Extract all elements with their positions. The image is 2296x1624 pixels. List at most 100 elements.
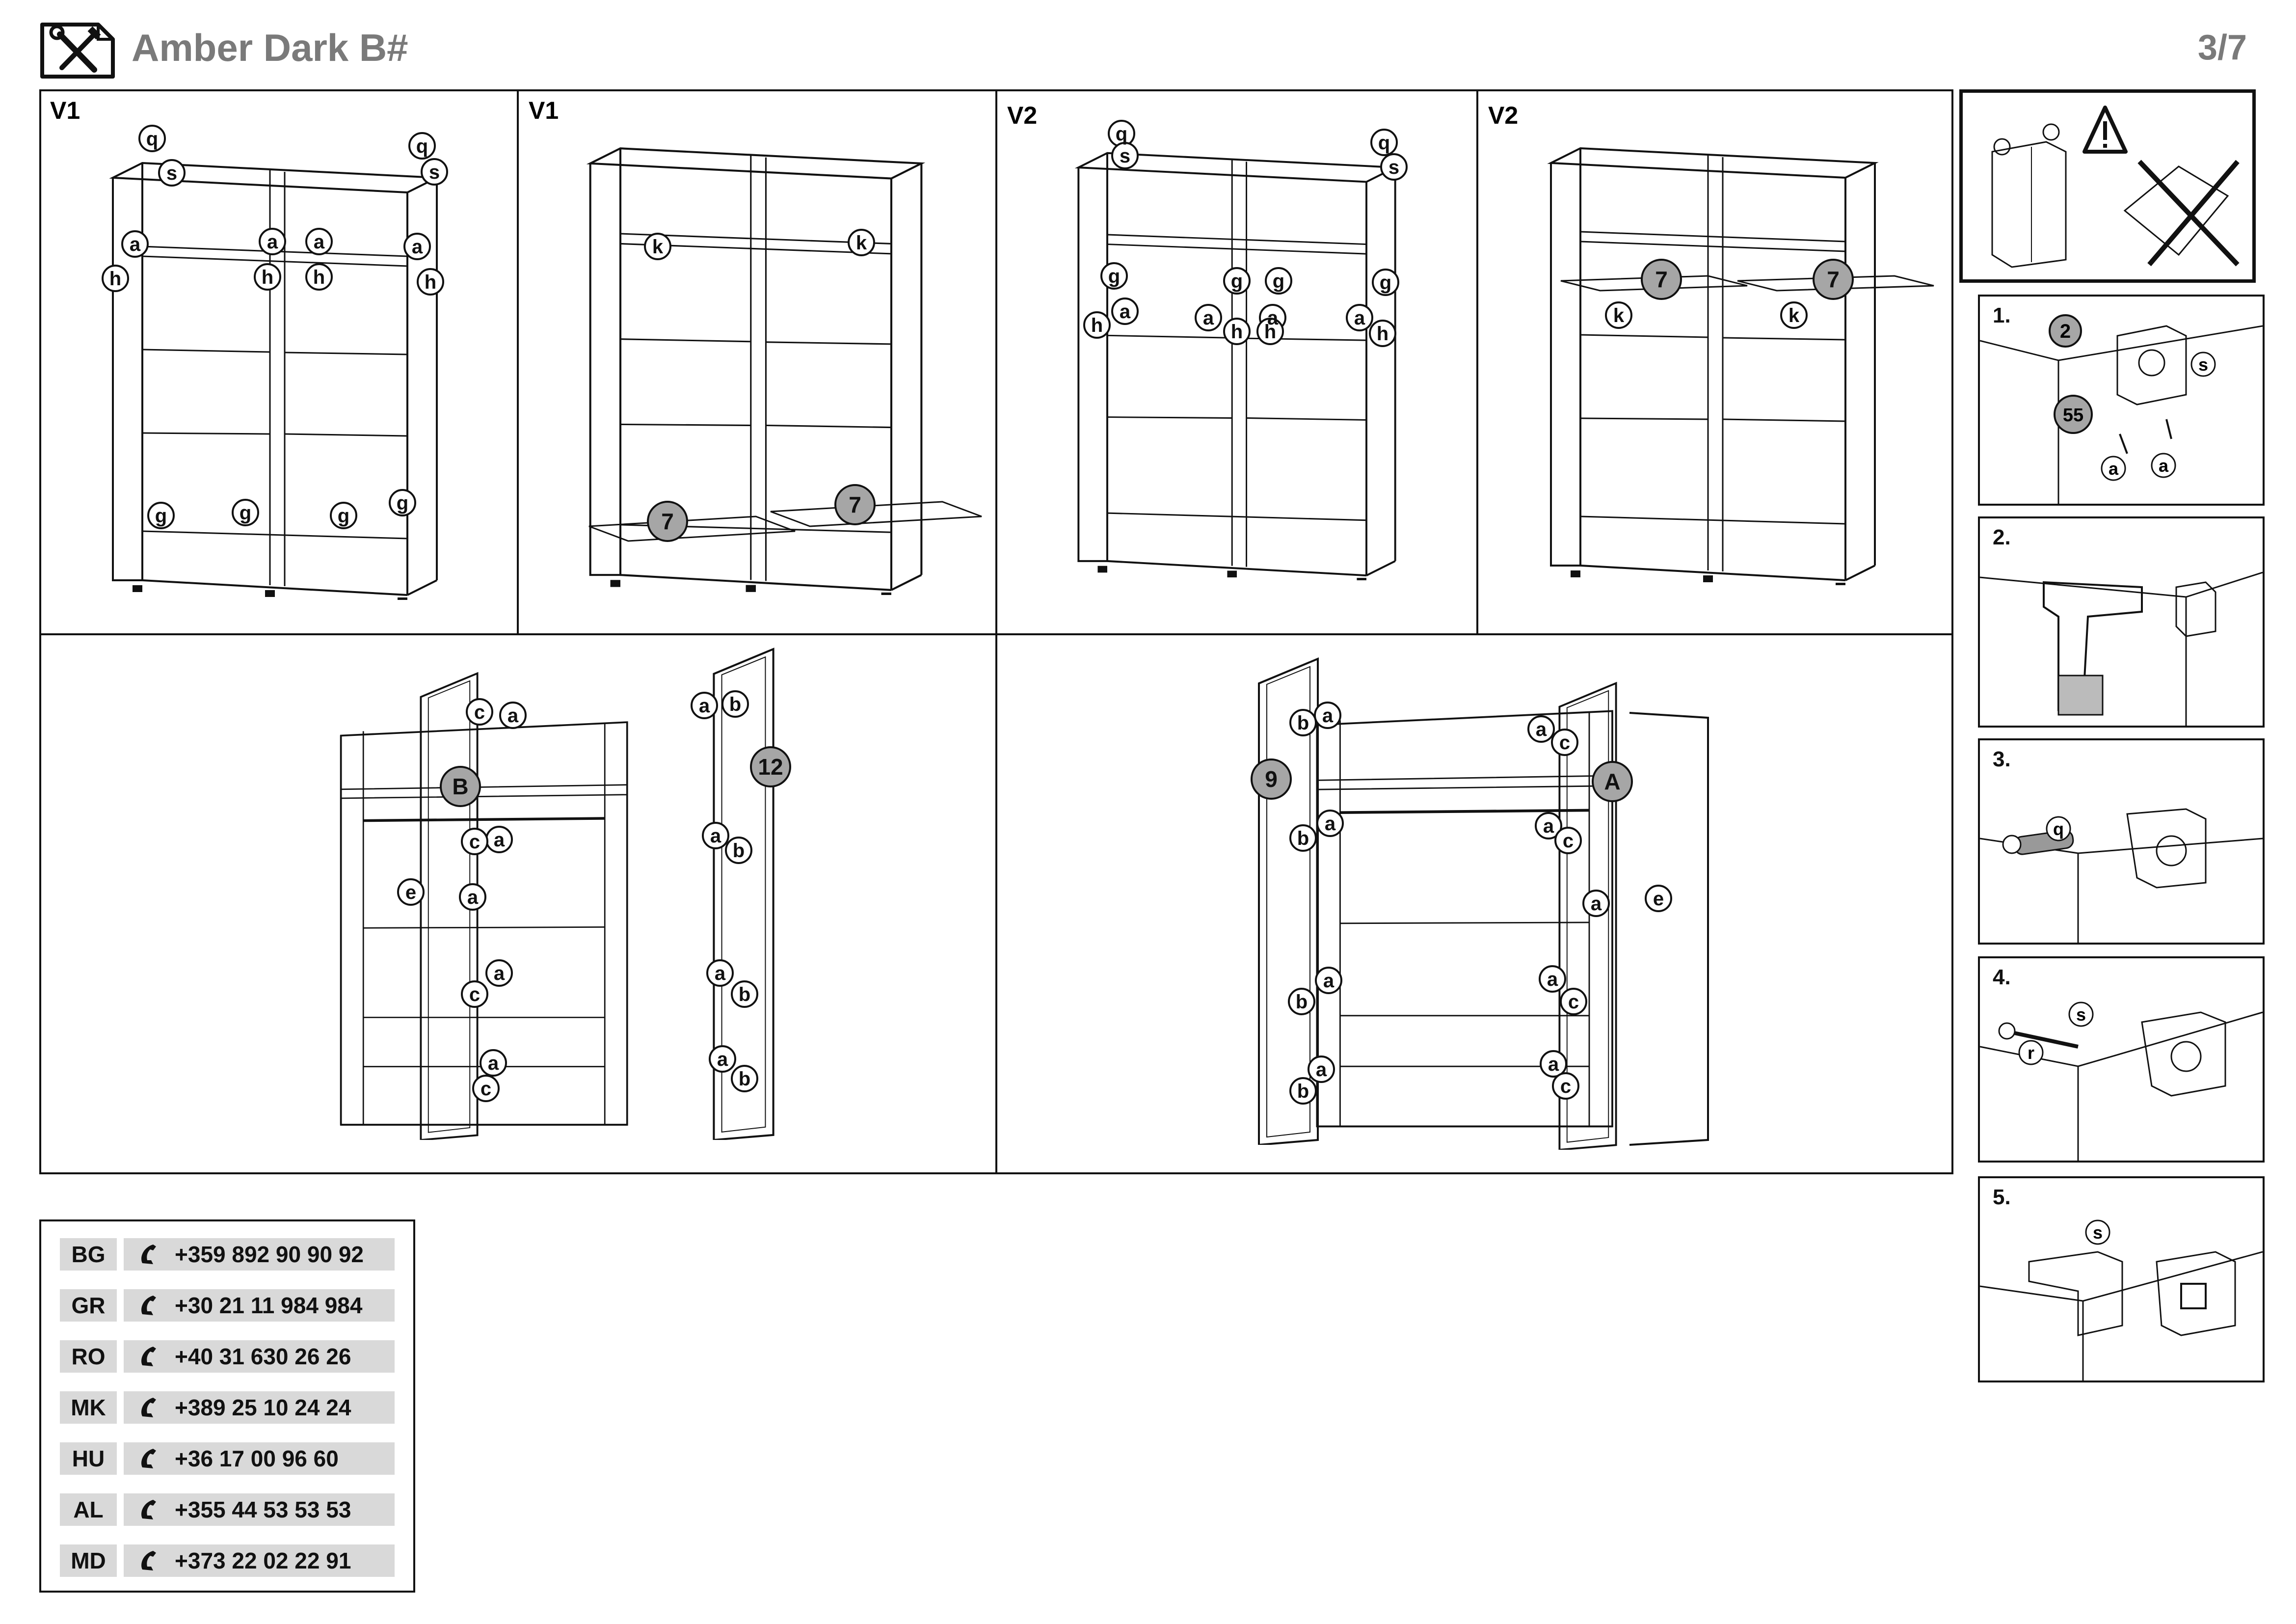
callout-s: s [1120, 145, 1130, 167]
panel-label-4: V2 [1488, 102, 1518, 129]
country-code: MD [60, 1544, 117, 1577]
callout-h: h [109, 268, 121, 290]
support-phone-table: BG +359 892 90 90 92 GR +30 21 11 984 98… [39, 1219, 415, 1593]
phone-icon [141, 1347, 156, 1366]
warning-panel [1959, 89, 2256, 283]
step-number: 5. [1993, 1185, 2011, 1209]
callout-h: h [1091, 315, 1103, 336]
part-badge-7: 7 [1655, 267, 1668, 292]
country-code: AL [60, 1493, 117, 1526]
phone-number: +373 22 02 22 91 [124, 1544, 395, 1577]
phone-number-text: +30 21 11 984 984 [175, 1293, 363, 1318]
callout-s: s [2076, 1004, 2086, 1025]
callout-b: b [739, 984, 750, 1005]
callout-g: g [1380, 272, 1391, 294]
callout-a: a [699, 695, 710, 717]
callout-a: a [494, 829, 505, 851]
callout-h: h [262, 267, 273, 288]
callout-q: q [146, 128, 158, 150]
tools-icon [40, 23, 115, 79]
callout-a: a [130, 234, 141, 255]
callout-a: a [1267, 307, 1279, 329]
callout-c: c [469, 831, 480, 853]
callout-a: a [412, 236, 423, 258]
callout-g: g [397, 492, 408, 514]
phone-row: MK +389 25 10 24 24 [60, 1391, 395, 1424]
step-5-illustration: s [1979, 1219, 2263, 1380]
page-number: 3/7 [2197, 28, 2247, 67]
callout-c: c [1560, 1076, 1571, 1097]
callout-s: s [1388, 157, 1399, 178]
warning-icon [2082, 106, 2128, 154]
step-3: 3. q [1978, 738, 2265, 945]
wardrobe-frame-drawing [1551, 148, 1875, 590]
step-5: 5. s [1978, 1176, 2265, 1382]
callout-c: c [469, 984, 480, 1005]
part-badge-A: A [1604, 769, 1620, 794]
phone-row: RO +40 31 630 26 26 [60, 1340, 395, 1373]
callout-a: a [267, 231, 278, 253]
callout-a: a [1323, 970, 1335, 992]
step-1: 1. 2 55 s a a [1978, 295, 2265, 506]
callout-g: g [1108, 266, 1120, 287]
callout-k: k [1789, 305, 1800, 326]
callout-b: b [1297, 828, 1309, 849]
callout-a: a [1547, 969, 1558, 990]
country-code: HU [60, 1442, 117, 1475]
callout-a: a [494, 963, 505, 984]
callout-s: s [2093, 1222, 2103, 1243]
callout-h: h [313, 267, 325, 288]
callout-g: g [338, 505, 349, 527]
phone-number: +30 21 11 984 984 [124, 1289, 395, 1322]
screw-icon [2009, 1030, 2079, 1049]
callout-q: q [2053, 819, 2064, 839]
phone-number: +359 892 90 90 92 [124, 1238, 395, 1271]
step-4-illustration: s r [1979, 1001, 2263, 1161]
callout-e: e [1653, 888, 1664, 910]
callout-a: a [507, 705, 519, 727]
callout-s: s [166, 162, 177, 184]
callout-b: b [739, 1068, 750, 1090]
country-code: GR [60, 1289, 117, 1322]
phone-number: +355 44 53 53 53 [124, 1493, 395, 1526]
callout-b: b [1296, 991, 1308, 1013]
phone-number: +36 17 00 96 60 [124, 1442, 395, 1475]
phone-icon [141, 1398, 156, 1417]
callout-a: a [1591, 893, 1602, 915]
callout-h: h [425, 271, 436, 293]
callout-c: c [1559, 732, 1570, 754]
step-number: 4. [1993, 965, 2011, 989]
phone-number: +40 31 630 26 26 [124, 1340, 395, 1373]
phone-icon [141, 1449, 156, 1468]
step-1-illustration: 2 55 s a a [1979, 314, 2263, 504]
callout-a: a [467, 887, 479, 908]
callout-a: a [1316, 1059, 1327, 1081]
step-number: 3. [1993, 747, 2011, 771]
phone-number-text: +36 17 00 96 60 [175, 1446, 339, 1471]
callout-b: b [729, 694, 741, 715]
part-badge-7: 7 [849, 492, 861, 517]
callout-c: c [1568, 991, 1579, 1013]
callout-a: a [715, 963, 726, 984]
panel-label-3: V2 [1007, 102, 1037, 129]
wardrobe-open-drawing [1317, 711, 1612, 1126]
callout-a: a [717, 1049, 728, 1070]
phone-number-text: +355 44 53 53 53 [175, 1497, 351, 1522]
phone-icon [141, 1500, 156, 1519]
part-badge-2: 2 [2060, 321, 2071, 342]
step-number: 1. [1993, 303, 2011, 327]
warning-illustration [1991, 106, 2240, 268]
callout-k: k [652, 236, 664, 258]
callout-a: a [1325, 813, 1336, 835]
callout-c: c [474, 702, 485, 723]
callout-h: h [1264, 321, 1276, 343]
page-title: Amber Dark B# [132, 26, 408, 69]
step-4: 4. s r [1978, 956, 2265, 1163]
country-code: MK [60, 1391, 117, 1424]
callout-b: b [1297, 712, 1309, 734]
callout-a: a [1120, 301, 1131, 323]
phone-number-text: +373 22 02 22 91 [175, 1548, 351, 1573]
callout-c: c [1563, 830, 1574, 852]
callout-a: a [1322, 705, 1334, 727]
part-badge-9: 9 [1265, 766, 1278, 792]
